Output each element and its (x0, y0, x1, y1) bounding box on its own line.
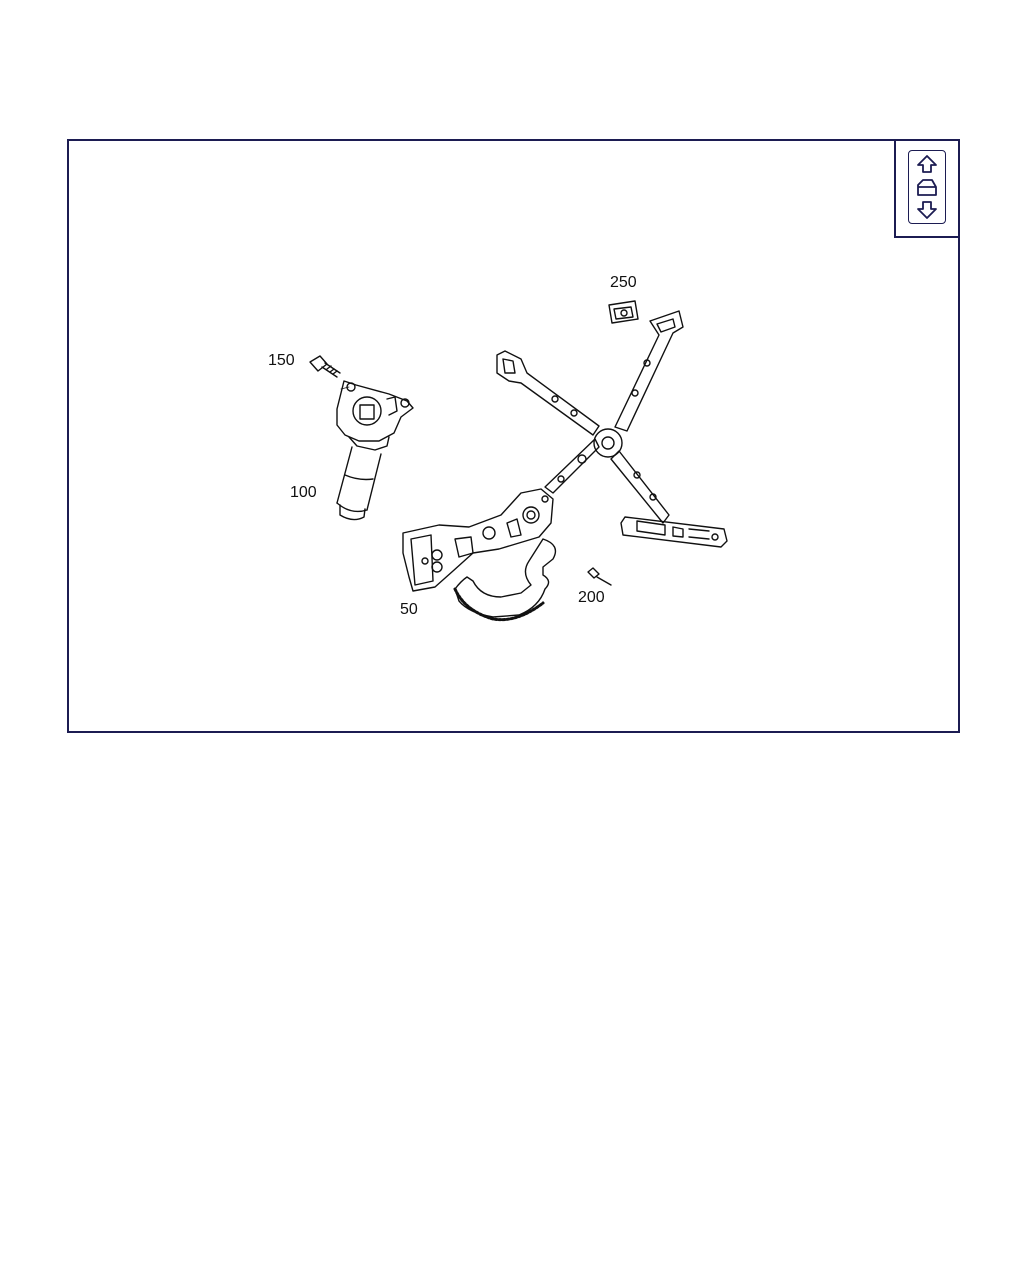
callout-200: 200 (578, 589, 605, 606)
navigation-control (908, 150, 946, 224)
callout-50: 50 (400, 601, 418, 618)
window-regulator-part-50 (402, 310, 728, 622)
motor-part-100 (336, 380, 414, 521)
clip-part-250 (608, 300, 639, 324)
screw-part-200 (587, 567, 612, 586)
screw-part-150 (309, 355, 341, 378)
arrow-down-icon[interactable] (914, 199, 940, 221)
arrow-up-icon[interactable] (914, 153, 940, 175)
door-icon[interactable] (914, 176, 940, 198)
callout-100: 100 (290, 484, 317, 501)
callout-250: 250 (610, 274, 637, 291)
callout-150: 150 (268, 352, 295, 369)
navigation-panel (894, 141, 958, 238)
window-regulator-drawing (309, 300, 728, 622)
diagram-frame: 250 150 100 200 50 (67, 139, 960, 733)
